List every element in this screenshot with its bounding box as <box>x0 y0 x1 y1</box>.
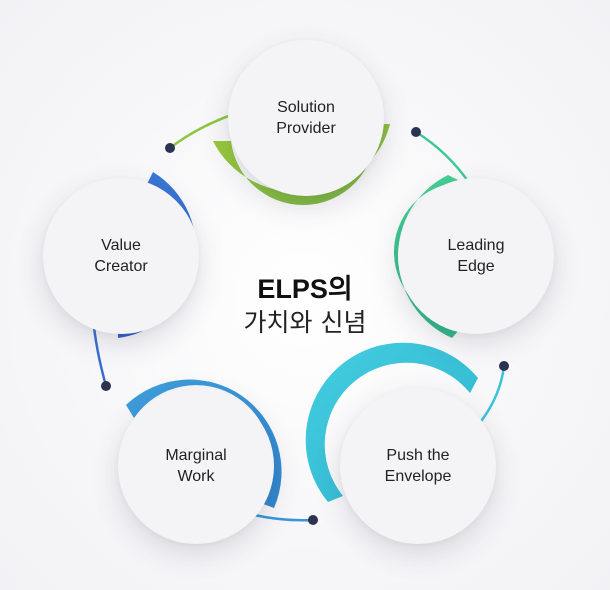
connector-dot-5 <box>101 381 111 391</box>
node-label-line2: Edge <box>457 258 495 275</box>
node-label-line2: Creator <box>94 258 148 275</box>
node-label-line1: Push the <box>386 447 450 464</box>
center-title-line2: 가치와 신념 <box>243 308 367 337</box>
node-label-line2: Provider <box>276 120 336 137</box>
arc-push-the-envelope <box>305 342 478 502</box>
center-title-line1: ELPS의 <box>257 274 353 304</box>
node-label-line1: Solution <box>277 99 335 116</box>
node-push-the-envelope: Push the Envelope <box>340 388 496 544</box>
node-label-line1: Leading <box>447 237 505 254</box>
node-label-line2: Envelope <box>384 468 452 485</box>
connector-line-2 <box>415 130 472 185</box>
node-leading-edge: Leading Edge <box>398 178 554 334</box>
node-value-creator: Value Creator <box>43 178 199 334</box>
connector-dot-1 <box>165 143 175 153</box>
connector-dot-4 <box>308 515 318 525</box>
node-label-line1: Value <box>101 237 141 254</box>
connector-dot-3 <box>499 361 509 371</box>
center-title: ELPS의 가치와 신념 <box>205 272 405 340</box>
node-marginal-work: Marginal Work <box>118 388 274 544</box>
node-solution-provider: Solution Provider <box>228 40 384 196</box>
node-label-line2: Work <box>177 468 215 485</box>
connector-dot-2 <box>411 127 421 137</box>
node-label-line1: Marginal <box>165 447 227 464</box>
